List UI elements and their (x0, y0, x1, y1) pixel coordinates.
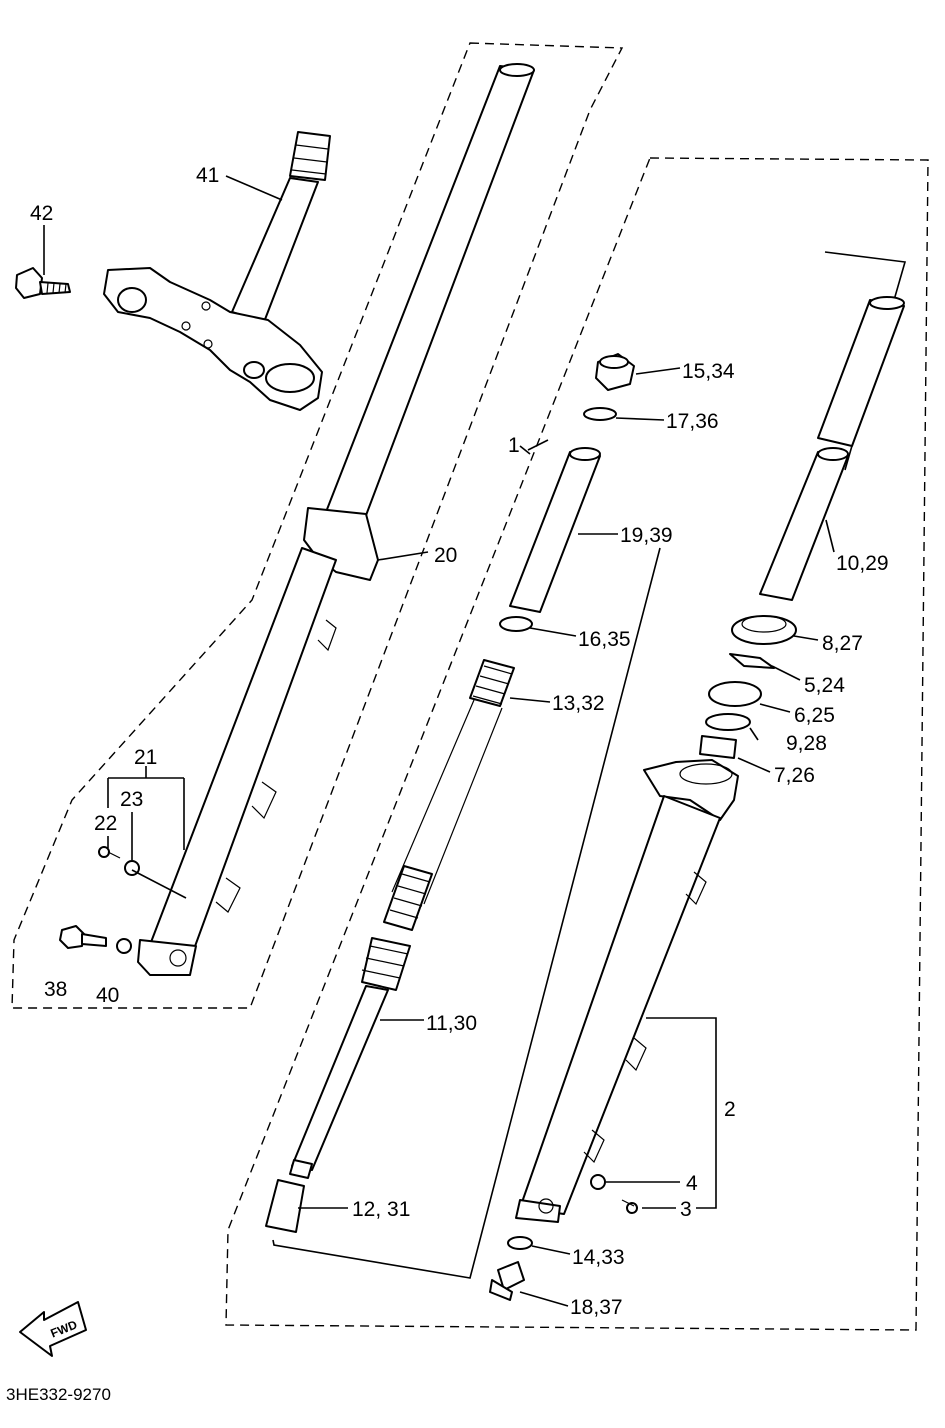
callout-7-26: 7,26 (774, 764, 815, 787)
diagram-code: 3HE332-9270 (6, 1385, 111, 1404)
clip-5-24 (729, 653, 775, 669)
callout-5-24: 5,24 (804, 674, 845, 697)
callout-17-36: 17,36 (666, 410, 719, 433)
forward-arrow-icon: FWD (19, 1301, 87, 1357)
callout-41: 41 (196, 164, 219, 187)
callout-20: 20 (434, 544, 457, 567)
callout-13-32: 13,32 (552, 692, 605, 715)
callout-11-30: 11,30 (426, 1012, 477, 1035)
steering-stem-41 (103, 131, 331, 411)
callout-23: 23 (120, 788, 143, 811)
callout-18-37: 18,37 (570, 1296, 623, 1319)
cap-bolt-15-34 (595, 353, 635, 391)
callout-14-33: 14,33 (572, 1246, 625, 1269)
left-group-outline (11, 42, 624, 1009)
callout-19-39: 19,39 (620, 524, 673, 547)
callout-42: 42 (30, 202, 53, 225)
spacer-19-39 (509, 447, 601, 613)
callout-4: 4 (686, 1172, 698, 1195)
fork-leg-20 (137, 63, 535, 976)
outer-tube-2 (515, 759, 739, 1223)
callout-8-27: 8,27 (822, 632, 863, 655)
bolt-22 (98, 846, 121, 859)
washer-14-33 (507, 1236, 533, 1250)
bolt-42 (15, 267, 71, 299)
oil-seal-6-25 (708, 681, 762, 707)
callout-1: 1 (508, 434, 520, 457)
callout-40: 40 (96, 984, 119, 1007)
bolt-38 (59, 925, 107, 949)
callout-10-29: 10,29 (836, 552, 889, 575)
callout-9-28: 9,28 (786, 732, 827, 755)
damper-rod-11-30 (289, 937, 411, 1179)
callout-2: 2 (724, 1098, 736, 1121)
o-ring-17-36 (583, 407, 617, 421)
callout-22: 22 (94, 812, 117, 835)
inner-tube-10-29 (759, 296, 905, 601)
callout-6-25: 6,25 (794, 704, 835, 727)
callout-15-34: 15,34 (682, 360, 735, 383)
right-group-outline (225, 157, 929, 1331)
leader-lines (43, 175, 835, 1307)
oil-lock-12-31 (265, 1179, 305, 1233)
washer-40 (116, 938, 132, 954)
spring-13-32 (383, 659, 515, 931)
callout-38: 38 (44, 978, 67, 1001)
inner-assembly-bracket-left (272, 547, 661, 1279)
callout-16-35: 16,35 (578, 628, 631, 651)
callout-12-31: 12, 31 (352, 1198, 410, 1221)
callout-21: 21 (134, 746, 157, 769)
inner-assembly-bracket (527, 439, 549, 451)
bushing-7-26 (699, 735, 737, 759)
washer-9-28 (705, 713, 751, 731)
bolt-3 (621, 1199, 638, 1214)
washer-4 (590, 1174, 606, 1190)
dust-seal-8-27 (731, 615, 797, 645)
drain-bolt-18-37 (489, 1261, 525, 1301)
callout-3: 3 (680, 1198, 692, 1221)
seat-16-35 (499, 616, 533, 632)
